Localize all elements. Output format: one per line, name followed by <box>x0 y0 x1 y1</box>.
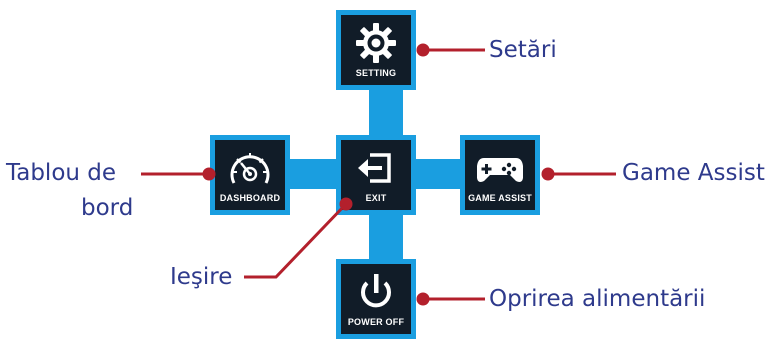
setting-callout-dot <box>416 43 430 57</box>
game-assist-tile-label: GAME ASSIST <box>468 193 532 203</box>
setting-callout: Setări <box>489 37 557 63</box>
power-off-callout-dot <box>416 292 430 306</box>
gamepad-icon <box>465 146 535 190</box>
exit-tile[interactable]: EXIT <box>336 135 416 215</box>
exit-callout: Ieşire <box>170 264 233 290</box>
dashboard-tile-label: DASHBOARD <box>219 193 281 203</box>
setting-tile-label: SETTING <box>355 68 397 78</box>
power-icon <box>341 270 411 314</box>
dashboard-callout-line1: Tablou de <box>6 160 117 186</box>
exit-tile-label: EXIT <box>365 193 387 203</box>
game-assist-callout-dot <box>541 167 555 181</box>
exit-callout-dot <box>339 197 353 211</box>
setting-tile[interactable]: SETTING <box>336 10 416 90</box>
game-assist-tile[interactable]: GAME ASSIST <box>460 135 540 215</box>
gear-icon <box>341 21 411 65</box>
power-off-callout: Oprirea alimentării <box>489 286 706 312</box>
exit-icon <box>341 146 411 190</box>
power-off-tile[interactable]: POWER OFF <box>336 259 416 339</box>
dashboard-callout-line2: bord <box>81 195 134 221</box>
exit-callout-line <box>244 202 348 279</box>
game-assist-callout: Game Assist <box>622 160 765 186</box>
dashboard-callout-dot <box>202 167 216 181</box>
speedometer-icon <box>215 146 285 190</box>
power-off-tile-label: POWER OFF <box>347 317 405 327</box>
